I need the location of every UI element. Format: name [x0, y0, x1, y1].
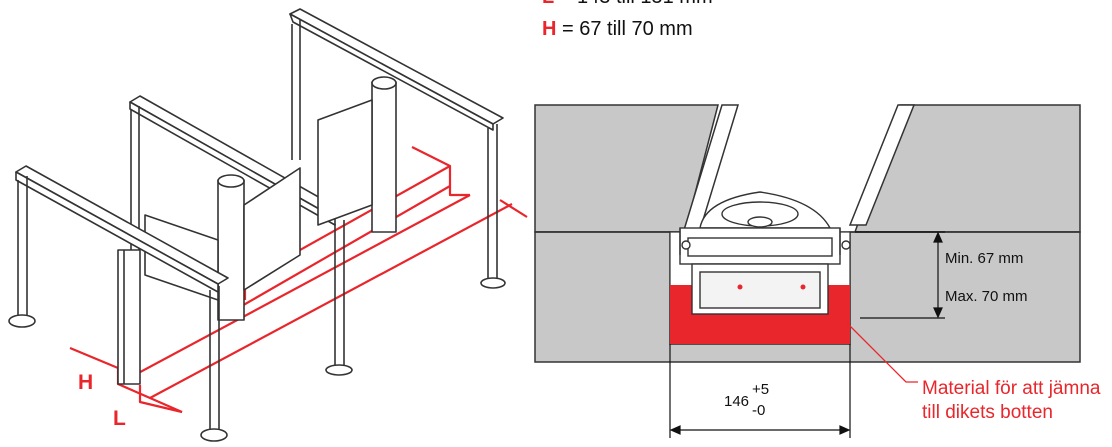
gantry-back: [289, 8, 506, 289]
max-label: Max. 70 mm: [945, 288, 1028, 305]
tolerance-plus: +5: [752, 381, 769, 398]
label-l: L: [113, 407, 126, 430]
legend-l: L = 143 till 151 mm: [542, 0, 713, 9]
note-leader: [841, 317, 918, 383]
legend-l-key: L: [542, 0, 554, 8]
front-post: [117, 249, 141, 385]
legend-h-text: = 67 till 70 mm: [556, 18, 693, 40]
center-post: [144, 76, 397, 321]
turnstile-illustration: [8, 8, 528, 442]
legend-h: H = 67 till 70 mm: [542, 18, 693, 41]
cross-section: Min. 67 mm Max. 70 mm 146 +5 -0 Material…: [534, 104, 1101, 438]
label-h: H: [78, 371, 93, 394]
tolerance-minus: -0: [752, 402, 765, 419]
mechanism: [679, 191, 851, 315]
gantry-front: [8, 165, 229, 442]
legend-h-key: H: [542, 18, 557, 40]
horizontal-dimension: [669, 344, 851, 438]
legend-l-text: = 143 till 151 mm: [554, 0, 713, 8]
width-value: 146: [724, 393, 749, 410]
note-line-1: Material för att jämna: [922, 378, 1101, 399]
min-label: Min. 67 mm: [945, 250, 1023, 267]
vertical-dimension: [855, 231, 945, 319]
note-line-2: till dikets botten: [922, 402, 1053, 423]
